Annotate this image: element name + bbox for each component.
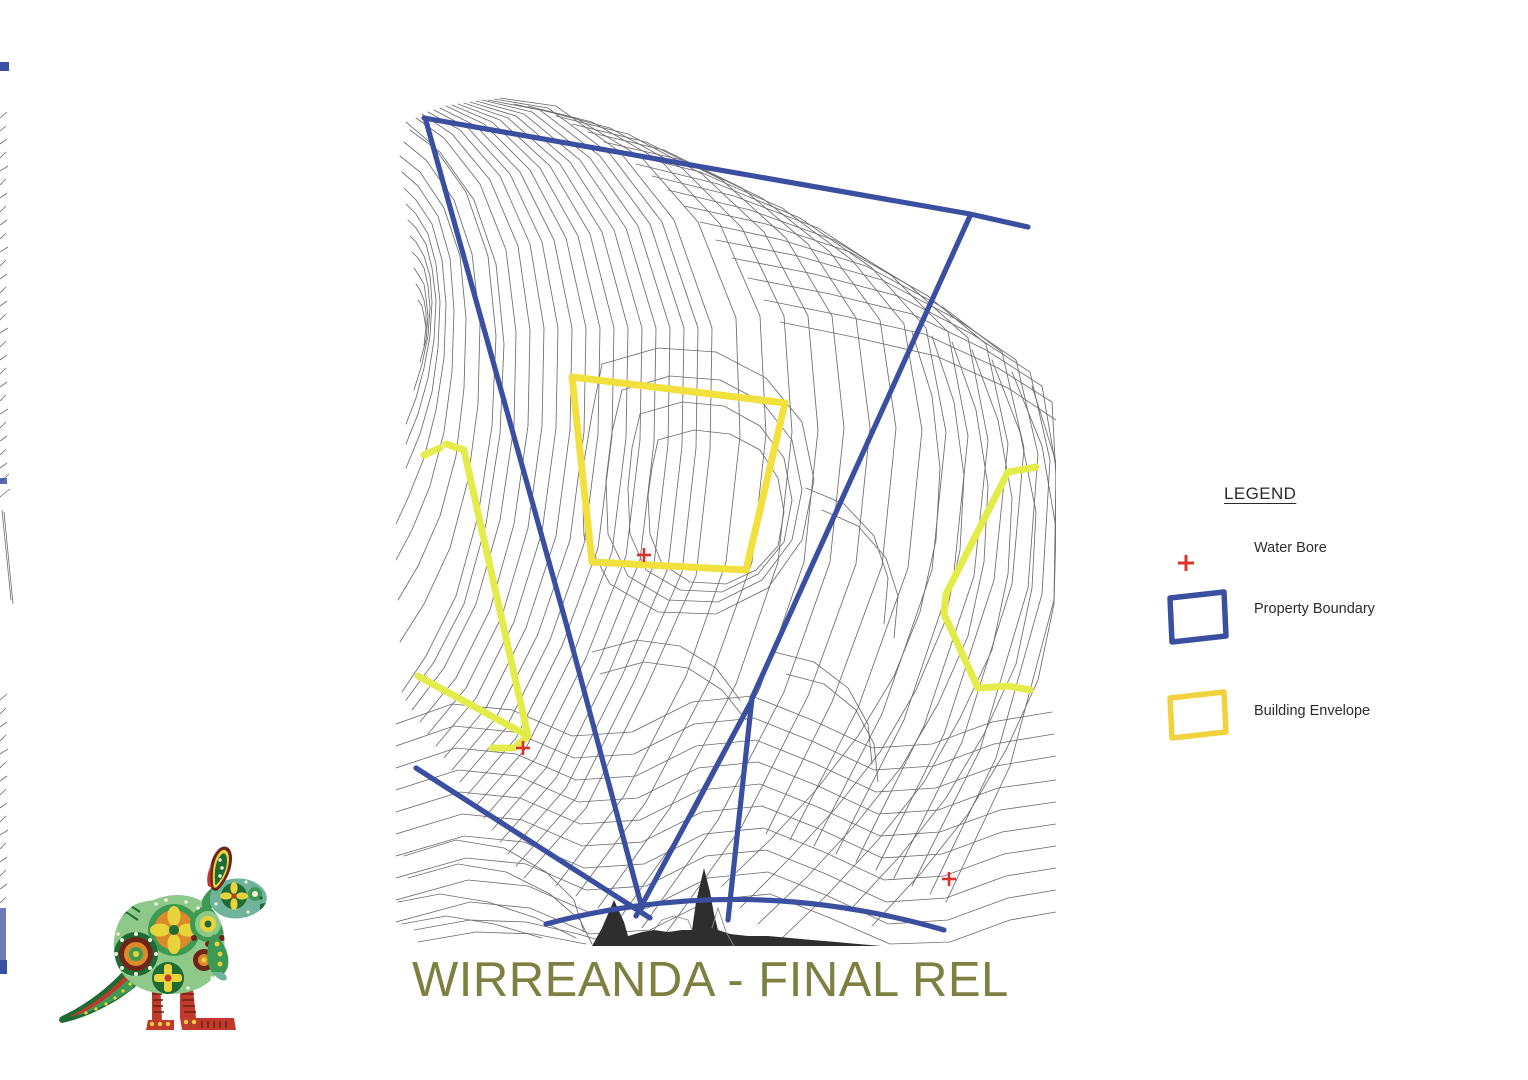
water-bore-key-symbol (1166, 538, 1238, 594)
building-envelopes[interactable] (414, 373, 1040, 752)
building-envelope-west (414, 440, 532, 752)
edge-artifact-svg (0, 62, 14, 974)
boundary-east-edge (725, 213, 973, 923)
water-bore-markers[interactable] (516, 548, 956, 886)
topographic-map[interactable] (396, 96, 1056, 946)
vegetation-silhouette (592, 868, 882, 946)
legend-label-building-envelope: Building Envelope (1254, 703, 1371, 719)
property-boundary[interactable] (413, 115, 1031, 933)
legend-item-building-envelope[interactable]: Building Envelope (1166, 672, 1466, 741)
water-bore-marker (637, 548, 651, 562)
boundary-south-arc (543, 896, 947, 933)
kangaroo-logo-svg (59, 846, 267, 1030)
rectangle-outline-icon-yellow (1167, 689, 1229, 741)
map-svg[interactable] (396, 96, 1056, 946)
legend-item-property-boundary[interactable]: Property Boundary (1166, 588, 1466, 672)
kangaroo-eye (259, 896, 263, 900)
edge-blue-mark-bottom (0, 960, 7, 974)
boundary-west-edge (423, 118, 645, 911)
property-boundary-key-symbol (1166, 588, 1238, 645)
building-envelope-east (940, 463, 1040, 694)
legend-label-property-boundary: Property Boundary (1254, 601, 1375, 617)
kangaroo-ear (207, 846, 232, 891)
legend-item-water-bore[interactable]: Water Bore (1166, 538, 1466, 588)
legend-title: LEGEND (1224, 484, 1297, 503)
edge-contour-fragments (0, 111, 14, 904)
building-envelope-key-symbol (1166, 672, 1238, 741)
rectangle-outline-icon-blue (1167, 589, 1229, 645)
edge-blue-mark-top (0, 62, 9, 71)
legend: LEGEND Water Bore Property Boundary (1166, 484, 1466, 741)
boundary-southwest-edge (413, 765, 653, 921)
clipped-page-edge-artifacts (0, 0, 26, 1080)
kangaroo-legs (146, 980, 236, 1030)
building-envelope-main (568, 373, 789, 574)
kangaroo-tail (59, 966, 140, 1023)
water-bore-marker (516, 741, 530, 755)
plus-cross-icon (1178, 555, 1194, 571)
vegetation-outline (653, 906, 735, 946)
water-bore-marker (942, 872, 956, 886)
page-title: WIRREANDA - FINAL REL (412, 953, 1009, 1007)
legend-label-water-bore: Water Bore (1254, 540, 1327, 556)
boundary-spur (633, 697, 755, 919)
edge-blue-mark-lower (0, 908, 6, 960)
aboriginal-kangaroo-logo (56, 842, 286, 1047)
edge-blue-mark-mid (0, 478, 7, 484)
boundary-north-edge (421, 115, 1031, 230)
kangaroo-arm (207, 934, 229, 981)
